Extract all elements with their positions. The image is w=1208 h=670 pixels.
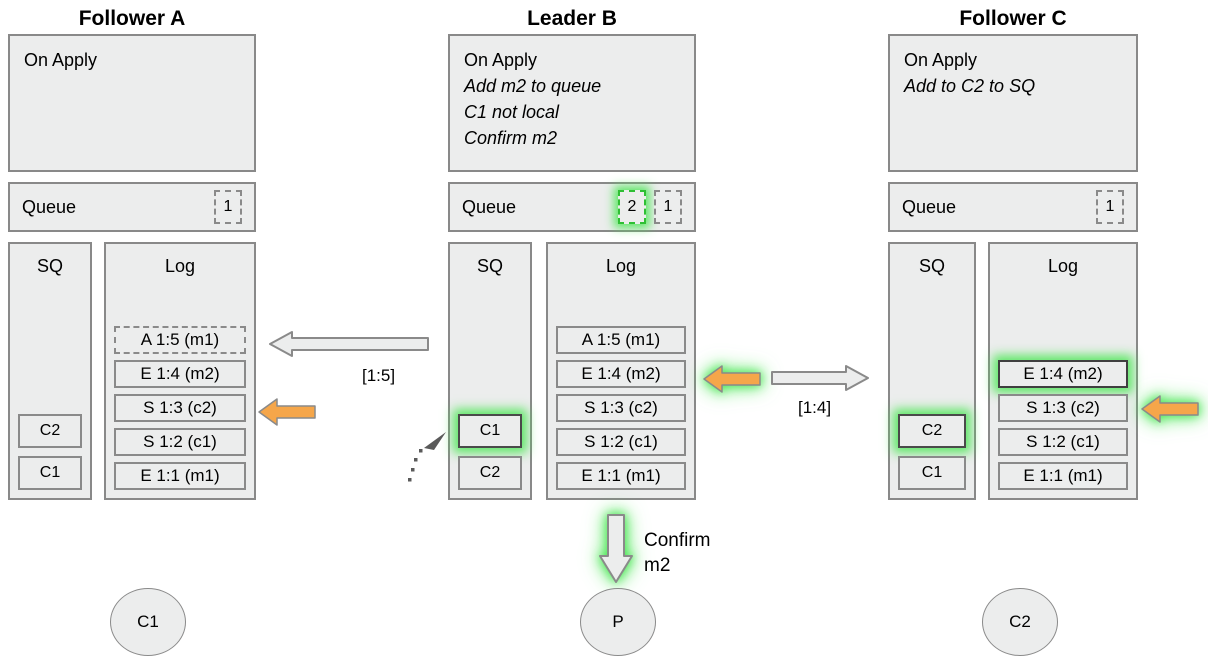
log-entry: S 1:2 (c1) <box>114 428 246 456</box>
sq-items: C2 C1 <box>898 414 966 490</box>
queue-slots: 1 <box>1096 190 1124 224</box>
column-title-follower-a: Follower A <box>78 7 186 30</box>
log-entry: S 1:3 (c2) <box>998 394 1128 422</box>
sq-label: SQ <box>476 256 503 276</box>
node-follower-c: C2 <box>982 588 1058 656</box>
on-apply-panel-follower-c: On Apply Add to C2 to SQ <box>888 34 1138 172</box>
queue-slot: 1 <box>1096 190 1124 224</box>
on-apply-header: On Apply <box>464 50 538 70</box>
sq-panel-leader-b: SQ C1 C2 <box>448 242 532 500</box>
arrow-label-ab: [1:5] <box>362 366 396 385</box>
dotted-pointer-to-sq-leader-b <box>400 424 452 486</box>
queue-label: Queue <box>462 196 517 217</box>
on-apply-panel-leader-b: On Apply Add m2 to queue C1 not local Co… <box>448 34 696 172</box>
log-entry: A 1:5 (m1) <box>556 326 686 354</box>
node-follower-a: C1 <box>110 588 186 656</box>
arrow-label-bc: [1:4] <box>798 398 832 417</box>
queue-panel-leader-b: Queue 2 1 <box>448 182 696 232</box>
queue-label: Queue <box>902 196 957 217</box>
queue-slots: 2 1 <box>618 190 682 224</box>
log-entry: S 1:2 (c1) <box>556 428 686 456</box>
sq-panel-follower-c: SQ C2 C1 <box>888 242 976 500</box>
log-entries: A 1:5 (m1) E 1:4 (m2) S 1:3 (c2) S 1:2 (… <box>556 326 686 490</box>
log-entry: E 1:4 (m2) <box>556 360 686 388</box>
queue-slot-highlighted: 2 <box>618 190 646 224</box>
column-title-leader-b: Leader B <box>527 7 617 30</box>
queue-label: Queue <box>22 196 77 217</box>
sq-item: C2 <box>18 414 82 448</box>
queue-slots: 1 <box>214 190 242 224</box>
sq-item: C1 <box>18 456 82 490</box>
column-title-follower-c: Follower C <box>959 7 1067 30</box>
log-panel-leader-b: Log A 1:5 (m1) E 1:4 (m2) S 1:3 (c2) S 1… <box>546 242 696 500</box>
on-apply-header: On Apply <box>904 50 978 70</box>
sq-panel-follower-a: SQ C2 C1 <box>8 242 92 500</box>
confirm-label-line1: Confirm <box>644 530 711 551</box>
log-entry: A 1:5 (m1) <box>114 326 246 354</box>
queue-slot: 1 <box>214 190 242 224</box>
log-entry: S 1:3 (c2) <box>114 394 246 422</box>
sq-item-highlighted: C2 <box>898 414 966 448</box>
on-apply-panel-follower-a: On Apply <box>8 34 256 172</box>
on-apply-header: On Apply <box>24 50 98 70</box>
orange-arrow-follower-c <box>1138 390 1202 428</box>
log-entries: E 1:4 (m2) S 1:3 (c2) S 1:2 (c1) E 1:1 (… <box>998 360 1128 490</box>
log-label: Log <box>1047 256 1079 276</box>
confirm-down-arrow <box>596 512 636 584</box>
log-label: Log <box>605 256 637 276</box>
hollow-arrow-left-b-to-a <box>269 330 429 358</box>
log-entries: A 1:5 (m1) E 1:4 (m2) S 1:3 (c2) S 1:2 (… <box>114 326 246 490</box>
sq-item: C2 <box>458 456 522 490</box>
orange-arrow-follower-a <box>258 396 316 428</box>
log-entry: S 1:2 (c1) <box>998 428 1128 456</box>
confirm-label-line2: m2 <box>644 555 671 576</box>
log-panel-follower-c: Log E 1:4 (m2) S 1:3 (c2) S 1:2 (c1) E 1… <box>988 242 1138 500</box>
on-apply-line: Add m2 to queue <box>464 76 602 96</box>
queue-panel-follower-a: Queue 1 <box>8 182 256 232</box>
on-apply-line: C1 not local <box>464 102 560 122</box>
sq-label: SQ <box>918 256 945 276</box>
queue-slot: 1 <box>654 190 682 224</box>
node-leader-b: P <box>580 588 656 656</box>
sq-item: C1 <box>898 456 966 490</box>
log-entry: S 1:3 (c2) <box>556 394 686 422</box>
log-panel-follower-a: Log A 1:5 (m1) E 1:4 (m2) S 1:3 (c2) S 1… <box>104 242 256 500</box>
log-entry-highlighted: E 1:4 (m2) <box>998 360 1128 388</box>
log-label: Log <box>164 256 196 276</box>
log-entry: E 1:1 (m1) <box>556 462 686 490</box>
log-entry: E 1:4 (m2) <box>114 360 246 388</box>
hollow-arrow-right-b-to-c <box>771 364 869 392</box>
queue-panel-follower-c: Queue 1 <box>888 182 1138 232</box>
sq-label: SQ <box>36 256 63 276</box>
log-entry: E 1:1 (m1) <box>998 462 1128 490</box>
sq-items: C1 C2 <box>458 414 522 490</box>
orange-arrow-leader-b <box>700 360 764 398</box>
log-entry: E 1:1 (m1) <box>114 462 246 490</box>
sq-items: C2 C1 <box>18 414 82 490</box>
on-apply-line: Add to C2 to SQ <box>904 76 1036 96</box>
on-apply-line: Confirm m2 <box>464 128 558 148</box>
sq-item-highlighted: C1 <box>458 414 522 448</box>
